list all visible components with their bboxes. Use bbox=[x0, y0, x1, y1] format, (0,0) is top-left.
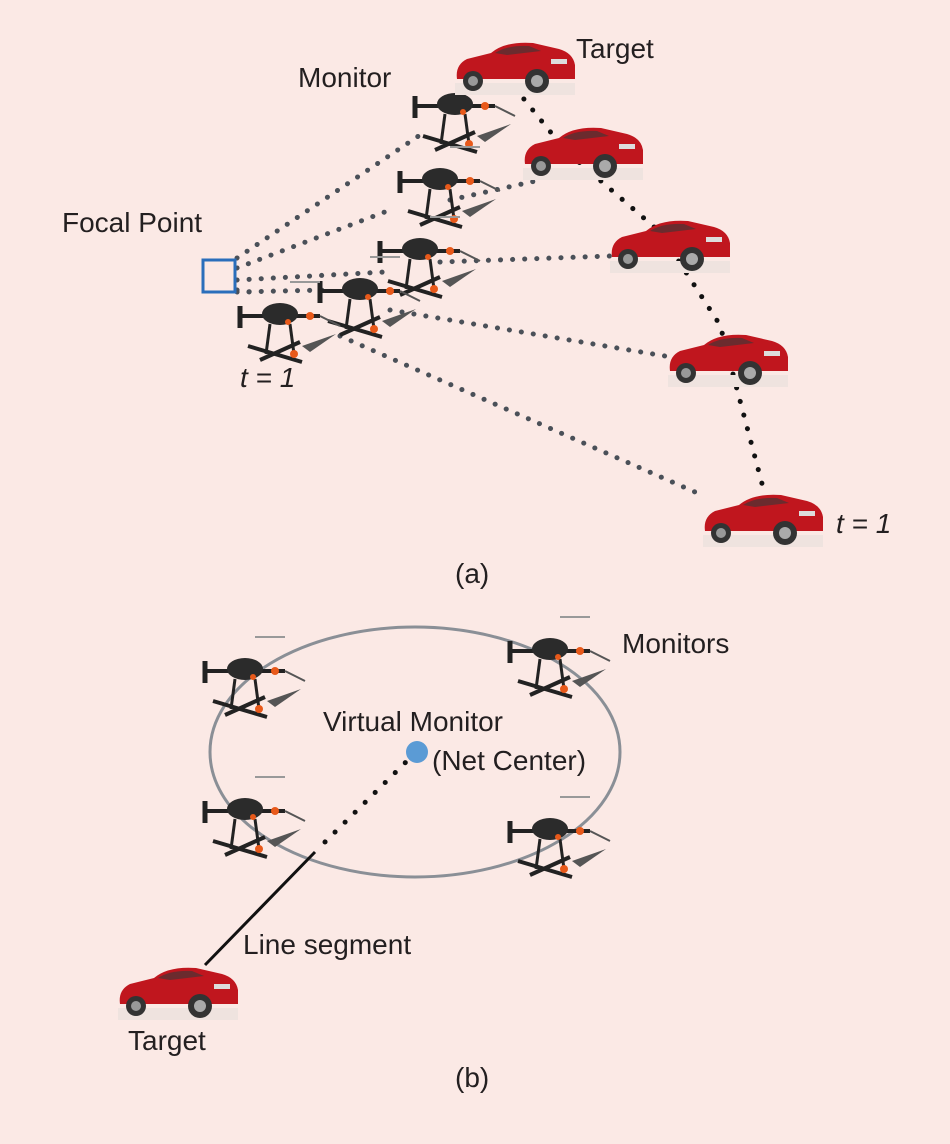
dotted-segment bbox=[322, 755, 413, 845]
label-monitor: Monitor bbox=[298, 62, 392, 93]
monitor-sight-lines bbox=[234, 132, 698, 495]
line-segment bbox=[203, 850, 317, 967]
label-target-b: Target bbox=[128, 1025, 206, 1056]
drone-monitor-b bbox=[510, 797, 610, 877]
label-drone-t1: t = 1 bbox=[240, 362, 296, 393]
car-target-b bbox=[118, 967, 238, 1020]
car-target bbox=[523, 127, 643, 180]
label-line-segment: Line segment bbox=[243, 929, 412, 960]
car-target-t1 bbox=[703, 494, 823, 547]
label-net-center: (Net Center) bbox=[432, 745, 587, 776]
label-monitors: Monitors bbox=[622, 628, 730, 659]
label-virtual-monitor: Virtual Monitor bbox=[323, 706, 504, 737]
drone-monitor-t1 bbox=[240, 282, 340, 362]
net-center-dot bbox=[406, 741, 428, 763]
car-target bbox=[455, 42, 575, 95]
net-ellipse bbox=[208, 625, 622, 879]
drone-monitor-b bbox=[510, 617, 610, 697]
car-target bbox=[610, 220, 730, 273]
drone-monitor bbox=[400, 147, 500, 227]
caption-b: (b) bbox=[455, 1062, 490, 1093]
caption-a: (a) bbox=[455, 558, 490, 589]
label-target: Target bbox=[576, 33, 654, 64]
label-car-t1: t = 1 bbox=[836, 508, 892, 539]
drone-monitor-b bbox=[205, 637, 305, 717]
label-focal-point: Focal Point bbox=[62, 207, 203, 238]
focal-point-box bbox=[201, 258, 237, 294]
car-target bbox=[668, 334, 788, 387]
drone-monitor bbox=[320, 257, 420, 337]
